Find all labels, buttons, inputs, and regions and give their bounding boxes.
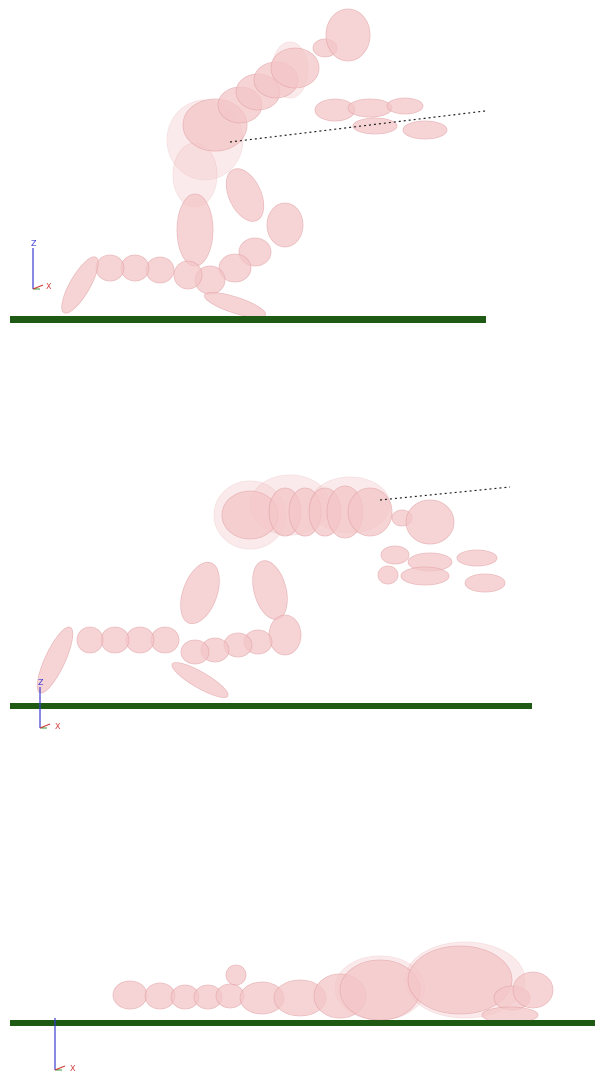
frame-forward-dive: Z X bbox=[0, 340, 595, 740]
ground-plane bbox=[10, 703, 532, 709]
spine-segment bbox=[340, 960, 420, 1020]
body bbox=[113, 942, 553, 1023]
mannequin-view-2: Z X bbox=[0, 340, 595, 740]
forearm bbox=[348, 99, 392, 117]
foot bbox=[113, 981, 147, 1009]
shin-segment bbox=[181, 640, 209, 664]
shin-segment bbox=[145, 983, 175, 1009]
axis-triad: Z X bbox=[31, 239, 52, 291]
head bbox=[513, 972, 553, 1008]
z-axis-label: Z bbox=[38, 678, 44, 687]
heel bbox=[226, 965, 246, 985]
shin-segment bbox=[101, 627, 129, 653]
x-axis-label: X bbox=[55, 722, 61, 731]
foot bbox=[55, 252, 104, 317]
x-axis-label: X bbox=[70, 1064, 76, 1073]
frame-prone-on-ground: X bbox=[0, 740, 595, 1074]
chest bbox=[348, 488, 392, 536]
upper-arm-far bbox=[378, 566, 398, 584]
head bbox=[406, 500, 454, 544]
ground-plane bbox=[10, 316, 486, 323]
frame-crouching-start: Z X bbox=[0, 0, 595, 340]
mannequin-view-3: X bbox=[0, 740, 595, 1074]
shin-segment bbox=[77, 627, 103, 653]
hand bbox=[457, 550, 497, 566]
ground-plane bbox=[10, 1020, 595, 1026]
legs bbox=[31, 557, 301, 703]
forearm-far bbox=[401, 567, 449, 585]
shin-segment bbox=[96, 255, 124, 281]
thigh bbox=[177, 194, 213, 266]
hand-far bbox=[465, 574, 505, 592]
gaze-line bbox=[380, 487, 510, 500]
axis-triad: X bbox=[55, 1018, 76, 1073]
shin-segment bbox=[146, 257, 174, 283]
foot-far bbox=[168, 657, 231, 703]
shin-segment bbox=[174, 261, 202, 289]
knee bbox=[267, 203, 303, 247]
arms bbox=[315, 98, 447, 139]
torso bbox=[222, 486, 454, 544]
thigh bbox=[173, 557, 227, 629]
hand bbox=[387, 98, 423, 114]
arms bbox=[378, 546, 505, 592]
mannequin-view-1: Z X bbox=[0, 0, 595, 340]
x-axis-label: X bbox=[46, 282, 52, 291]
hand-far bbox=[403, 121, 447, 139]
shin-segment bbox=[126, 627, 154, 653]
torso bbox=[183, 9, 370, 151]
head bbox=[326, 9, 370, 61]
shin-segment bbox=[151, 627, 179, 653]
chest bbox=[271, 48, 319, 88]
z-axis-label: Z bbox=[31, 239, 37, 248]
shin-segment bbox=[121, 255, 149, 281]
knee bbox=[269, 615, 301, 655]
thigh-far bbox=[247, 557, 293, 623]
upper-arm bbox=[381, 546, 409, 564]
